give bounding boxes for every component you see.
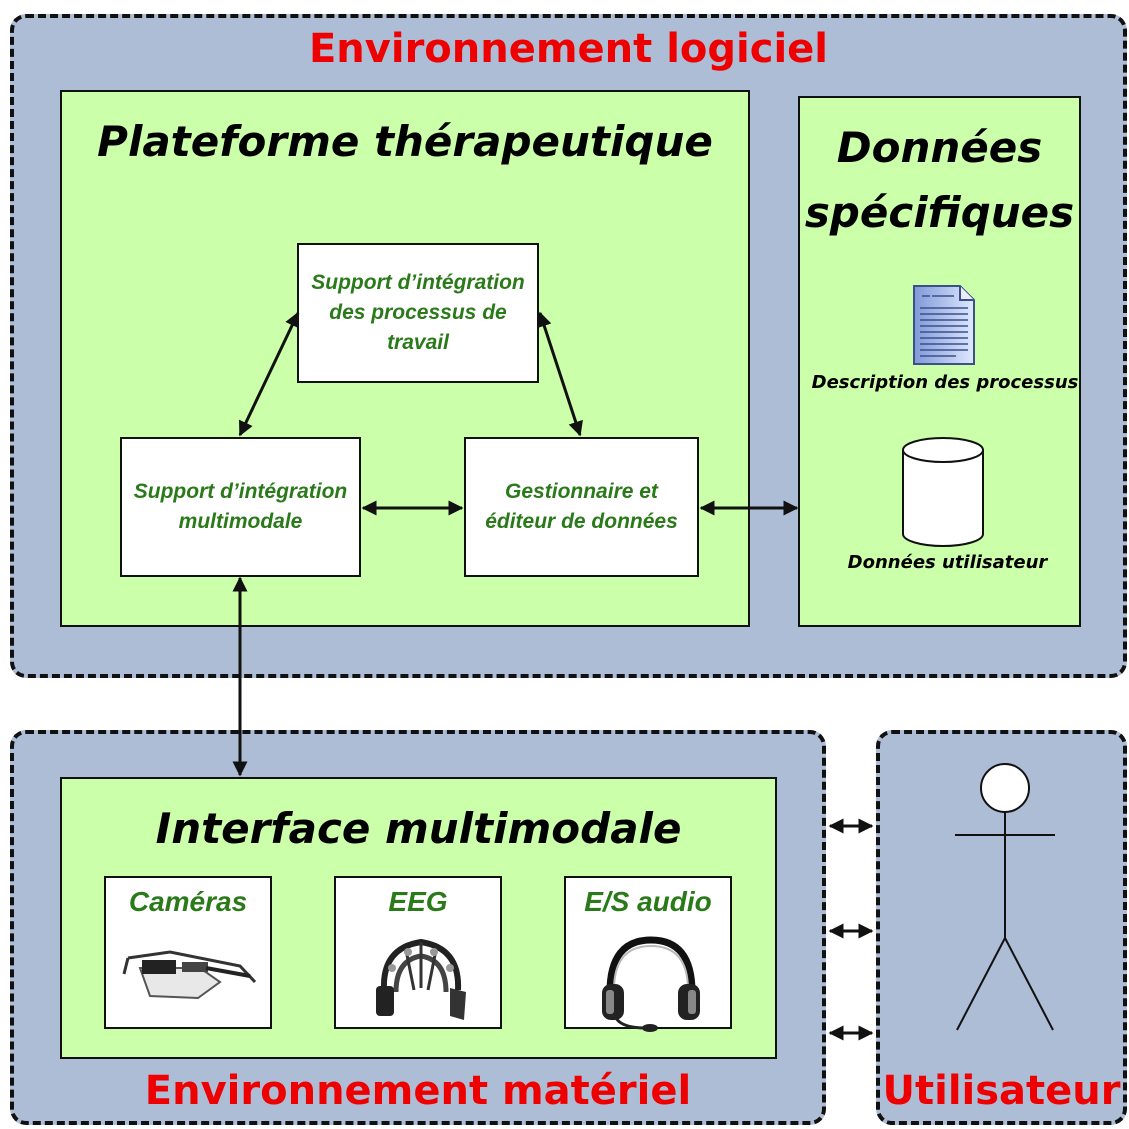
audio-headset-icon — [602, 936, 700, 1032]
arrow-work-multimodal — [238, 311, 300, 437]
specific-data-title-line1: Données — [836, 123, 1043, 172]
user-title: Utilisateur — [882, 1068, 1121, 1114]
device-eeg: EEG — [334, 876, 502, 1029]
hardware-environment-title: Environnement matériel — [144, 1068, 692, 1114]
database-icon — [902, 437, 984, 547]
doc-label: Description des processus — [811, 372, 1079, 393]
stick-figure-icon — [955, 763, 1055, 1031]
user-panel — [876, 730, 1127, 1125]
interface-title: Interface multimodale — [155, 804, 682, 853]
data-manager-box: Gestionnaire et éditeur de données — [464, 437, 699, 577]
arrow-work-manager — [537, 311, 583, 437]
db-label: Données utilisateur — [847, 552, 1048, 573]
device-label: E/S audio — [584, 886, 712, 917]
work-process-support-box: Support d’intégration des processus de t… — [297, 243, 539, 383]
device-cameras: Caméras — [104, 876, 272, 1029]
device-label: Caméras — [128, 886, 248, 917]
platform-title: Plateforme thérapeutique — [97, 117, 713, 166]
device-audio: E/S audio — [564, 876, 732, 1032]
document-icon — [913, 285, 975, 365]
specific-data-title-line2: spécifiques — [804, 188, 1075, 237]
device-label: EEG — [388, 886, 448, 917]
software-environment-title: Environnement logiciel — [308, 26, 828, 72]
multimodal-support-box: Support d’intégration multimodale — [120, 437, 361, 577]
eeg-headset-icon — [376, 938, 466, 1020]
camera-glasses-icon — [122, 950, 257, 1000]
